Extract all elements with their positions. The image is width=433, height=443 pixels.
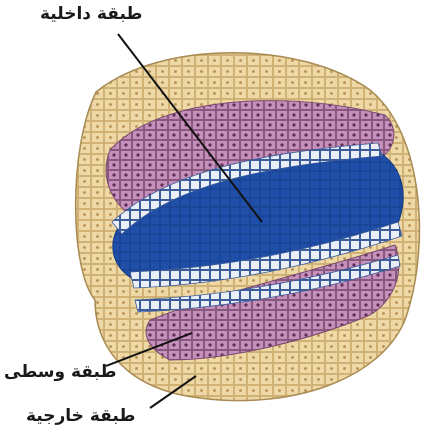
label-middle-layer: طبقة وسطى xyxy=(4,362,116,382)
label-outer-layer: طبقة خارجية xyxy=(26,406,135,426)
label-inner-layer: طبقة داخلية xyxy=(40,4,142,24)
